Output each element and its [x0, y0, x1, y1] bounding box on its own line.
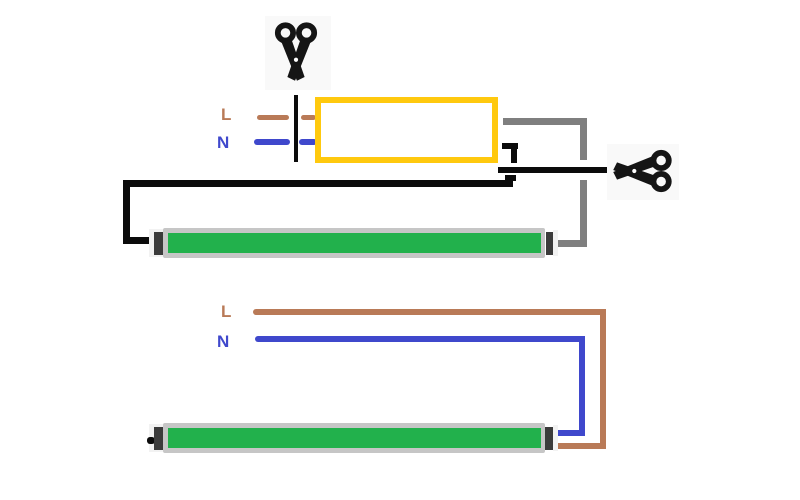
live-label-top: L	[221, 105, 232, 124]
scissors-down-icon	[273, 22, 319, 84]
tube-bottom-glass	[168, 428, 541, 448]
ballast-terminal-bracket-vertical	[511, 143, 517, 163]
mains-wire-end-hook	[505, 175, 516, 181]
ballast-box	[315, 97, 498, 163]
tube-top-glass	[168, 233, 541, 253]
tube-bottom-pinblock-right	[545, 427, 553, 450]
neutral-wire-horizontal	[255, 336, 585, 342]
tube-bottom-pin-left	[147, 437, 155, 444]
live-wire-stub-right	[301, 115, 316, 120]
neutral-wire-to-tube	[553, 430, 585, 436]
ballast-output-wire-vertical-lower	[580, 180, 587, 247]
neutral-wire-stub-right	[299, 139, 317, 145]
live-wire-vertical	[600, 309, 606, 449]
ballast-output-wire-to-tube	[553, 240, 587, 247]
ballast-output-wire-vertical-upper	[580, 118, 587, 160]
neutral-wire-stub-left	[254, 139, 290, 145]
ballast-output-wire-top	[503, 118, 587, 125]
mains-wire-horizontal	[123, 180, 513, 187]
cut-mark	[294, 95, 298, 162]
neutral-label-bottom: N	[217, 332, 230, 351]
live-label-bottom: L	[221, 302, 232, 321]
mains-wire-to-tube	[123, 237, 163, 244]
scissors-left-icon	[610, 148, 672, 194]
live-wire-to-tube	[551, 443, 606, 449]
neutral-wire-vertical	[579, 336, 585, 436]
tube-top-pinblock-left	[154, 232, 163, 255]
ballast-terminal-bracket-horizontal	[502, 143, 518, 149]
cut-wire-to-scissors	[498, 167, 607, 173]
tube-bottom-pinblock-left	[154, 427, 163, 450]
mains-wire-vertical	[123, 180, 130, 244]
tube-bottom-endcap-right	[553, 425, 558, 451]
live-wire-stub-left	[257, 115, 289, 120]
neutral-label-top: N	[217, 133, 230, 152]
tube-top-endcap-right	[553, 230, 558, 256]
live-wire-horizontal	[253, 309, 606, 315]
tube-top-pinblock-right	[546, 232, 553, 255]
